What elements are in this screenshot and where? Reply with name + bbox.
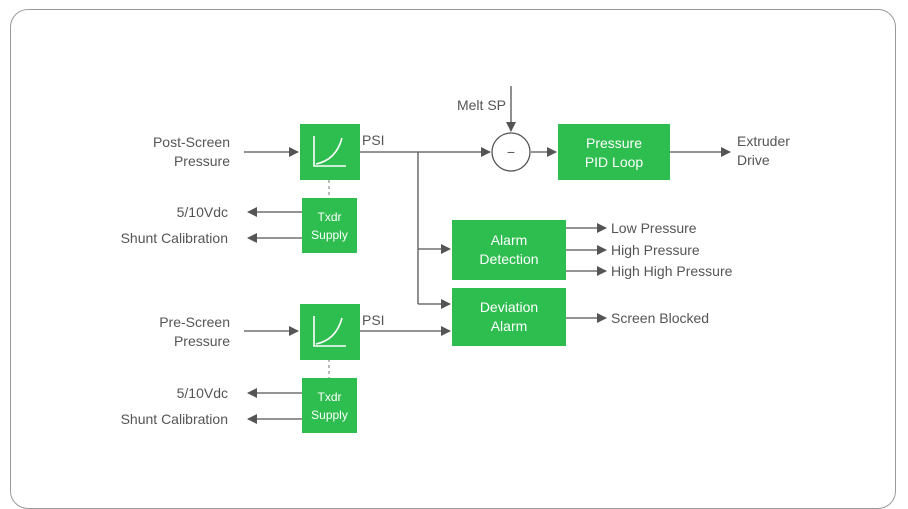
txdr-supply-bottom-line2: Supply	[311, 408, 348, 422]
txdr-supply-bottom: Txdr Supply	[302, 378, 357, 433]
deviation-alarm-line2: Alarm	[491, 318, 528, 334]
high-high-pressure-label: High High Pressure	[611, 263, 733, 279]
shunt-bottom-label: Shunt Calibration	[121, 411, 228, 427]
pid-label-line1: Pressure	[586, 135, 642, 151]
minus-circle-icon: −	[507, 144, 515, 160]
txdr-supply-bottom-line1: Txdr	[318, 390, 342, 404]
alarm-detection-line2: Detection	[479, 251, 538, 267]
alarm-detection-line1: Alarm	[491, 232, 528, 248]
extruder-label-line2: Drive	[737, 152, 770, 168]
high-pressure-label: High Pressure	[611, 242, 700, 258]
post-screen-label-line2: Pressure	[174, 153, 230, 169]
curve-graph-icon	[313, 136, 346, 167]
pre-screen-label-line2: Pressure	[174, 333, 230, 349]
pre-screen-label-line1: Pre-Screen	[159, 314, 230, 330]
psi-label-top: PSI	[362, 132, 385, 148]
txdr-supply-top-line1: Txdr	[318, 210, 342, 224]
pid-label-line2: PID Loop	[585, 154, 644, 170]
txdr-supply-top-line2: Supply	[311, 228, 348, 242]
transducer-top	[300, 124, 360, 180]
extruder-label-line1: Extruder	[737, 133, 790, 149]
melt-sp-label: Melt SP	[457, 97, 506, 113]
low-pressure-label: Low Pressure	[611, 220, 697, 236]
pid-loop-block: Pressure PID Loop	[558, 124, 670, 180]
wires	[244, 86, 731, 424]
block-diagram: Txdr Supply Txdr Supply − Pressure PID L…	[121, 86, 790, 433]
post-screen-label-line1: Post-Screen	[153, 134, 230, 150]
transducer-bottom	[300, 304, 360, 360]
psi-label-bottom: PSI	[362, 312, 385, 328]
shunt-top-label: Shunt Calibration	[121, 230, 228, 246]
deviation-alarm-line1: Deviation	[480, 299, 538, 315]
vdc-bottom-label: 5/10Vdc	[177, 385, 228, 401]
summing-junction: −	[491, 132, 531, 172]
vdc-top-label: 5/10Vdc	[177, 204, 228, 220]
curve-graph-icon	[313, 316, 346, 347]
deviation-alarm-block: Deviation Alarm	[452, 288, 566, 346]
alarm-detection-block: Alarm Detection	[452, 220, 566, 280]
screen-blocked-label: Screen Blocked	[611, 310, 709, 326]
txdr-supply-top: Txdr Supply	[302, 198, 357, 253]
